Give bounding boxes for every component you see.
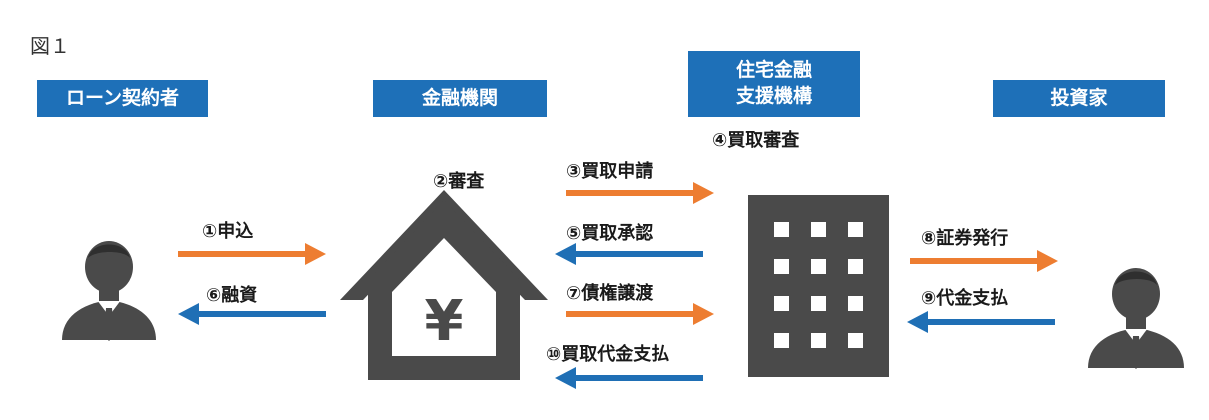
arrow-apply [178, 243, 326, 265]
header-bank-label: 金融機関 [421, 86, 498, 109]
investor-person-icon [1088, 268, 1184, 369]
header-jhf-line2: 支援機構 [735, 85, 812, 107]
building-icon [748, 195, 889, 377]
arrow-purchase-payment [555, 367, 703, 389]
step-securities-issue: ⑧証券発行 [921, 228, 1009, 249]
step-purchase-request: ③買取申請 [566, 161, 654, 182]
arrow-payment [907, 311, 1055, 333]
step-purchase-review: ④買取審査 [712, 130, 800, 151]
header-investor: 投資家 [993, 80, 1165, 117]
step-assignment: ⑦債権譲渡 [566, 283, 654, 304]
header-investor-label: 投資家 [1050, 86, 1108, 109]
bank-house-icon: ¥ [340, 190, 548, 380]
step-purchase-approval: ⑤買取承認 [566, 223, 654, 244]
header-borrower-label: ローン契約者 [65, 86, 180, 109]
yen-icon: ¥ [425, 289, 464, 354]
borrower-person-icon [62, 241, 156, 341]
header-jhf-line1: 住宅金融 [735, 59, 812, 82]
arrow-securities-issue [910, 250, 1058, 272]
step-purchase-payment: ⑩買取代金支払 [546, 344, 670, 365]
step-review: ②審査 [433, 171, 485, 192]
step-loan: ⑥融資 [206, 285, 258, 306]
header-bank: 金融機関 [373, 80, 547, 117]
header-borrower: ローン契約者 [37, 80, 208, 117]
arrow-assignment [566, 303, 714, 325]
header-jhf: 住宅金融 支援機構 [688, 51, 860, 117]
step-payment: ⑨代金支払 [921, 288, 1009, 309]
arrow-purchase-approval [555, 243, 703, 265]
figure-label: 図１ [30, 34, 70, 58]
step-apply: ①申込 [202, 221, 254, 242]
arrow-loan [178, 303, 326, 325]
arrow-purchase-request [566, 182, 714, 204]
